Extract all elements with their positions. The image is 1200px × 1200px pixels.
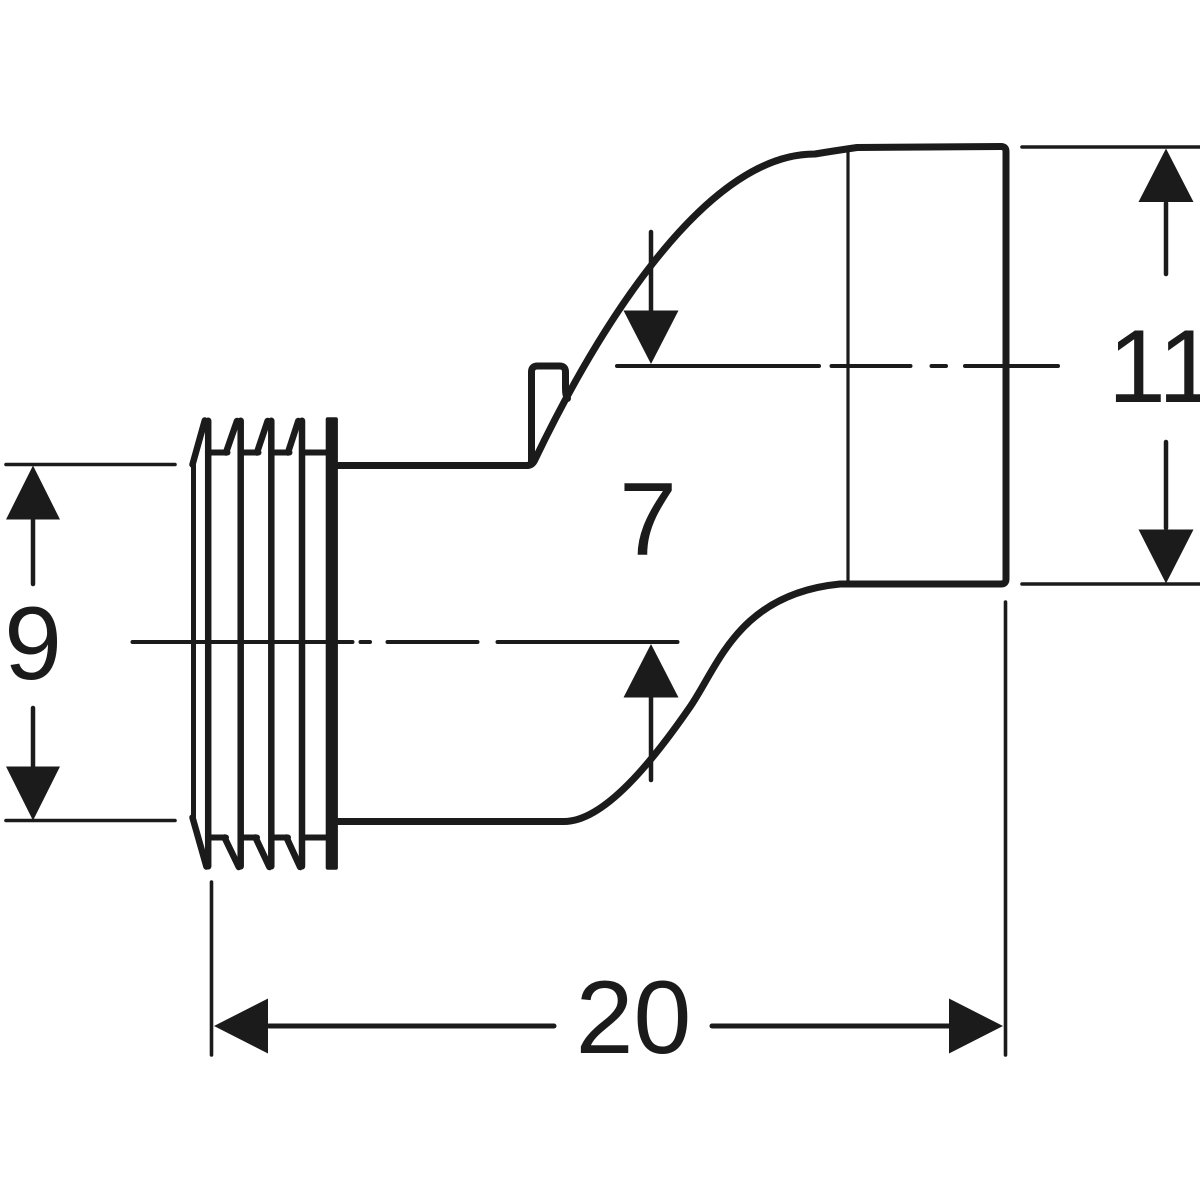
svg-text:11: 11 bbox=[1108, 309, 1200, 425]
svg-text:20: 20 bbox=[576, 960, 692, 1076]
svg-text:7: 7 bbox=[619, 462, 677, 578]
svg-text:9: 9 bbox=[4, 586, 62, 702]
